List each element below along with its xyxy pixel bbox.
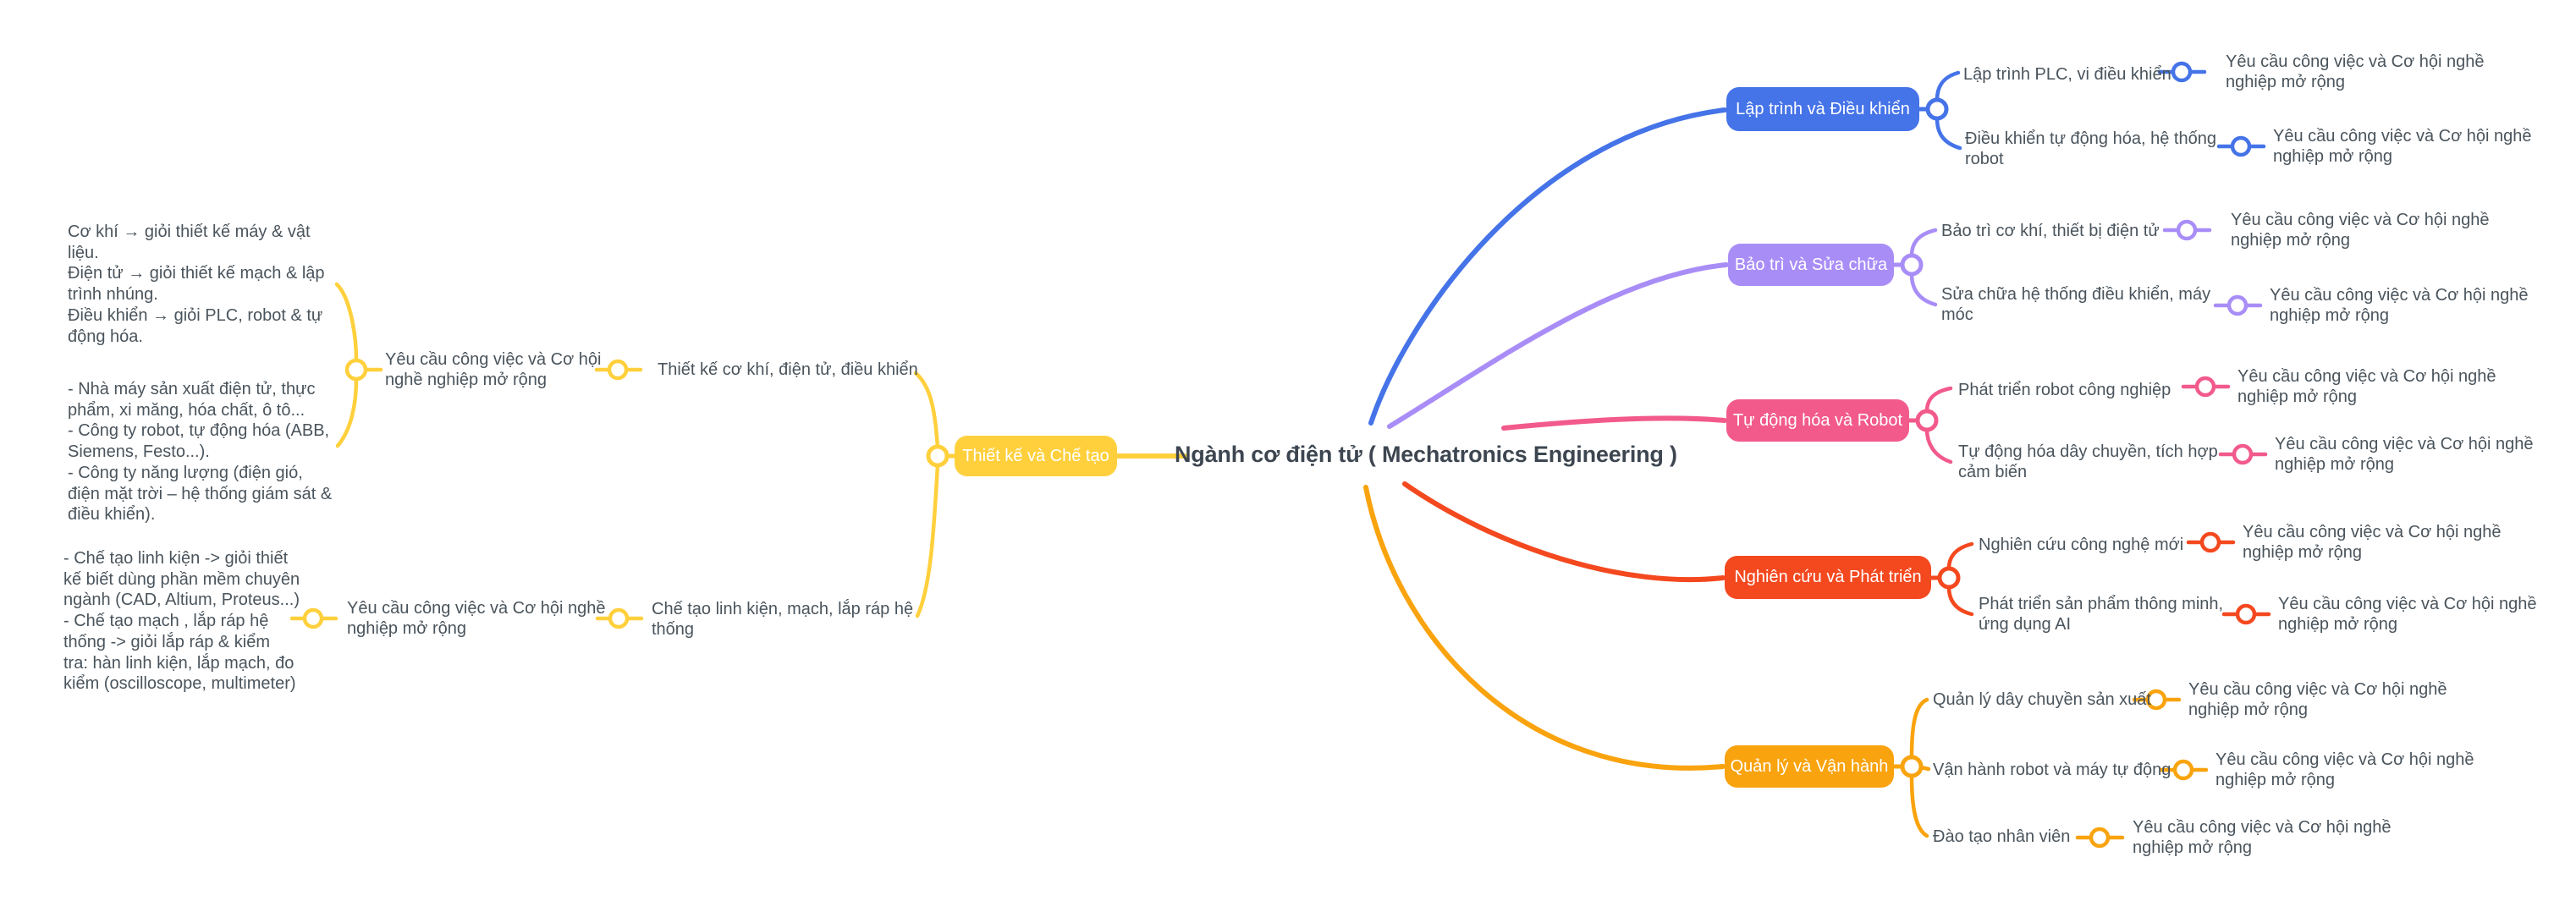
subtopic-research-2[interactable]: Phát triển sản phẩm thông minh, ứng dụng… xyxy=(1979,595,2224,634)
edge-center-to-automation xyxy=(1501,415,1727,431)
link-port[interactable] xyxy=(2199,531,2221,553)
subtopic-automation-1[interactable]: Phát triển robot công nghiệp xyxy=(1958,381,2171,399)
link-port[interactable] xyxy=(2176,219,2198,241)
brace xyxy=(1924,386,1953,414)
leaf-req-automation-2[interactable]: Yêu cầu công việc và Cơ hội nghề nghiệp … xyxy=(2275,435,2534,474)
leaf-req-research-2[interactable]: Yêu cầu công việc và Cơ hội nghề nghiệp … xyxy=(2278,595,2537,634)
edge-center-to-maintenance xyxy=(1387,262,1729,429)
brace xyxy=(1918,765,1931,772)
link-port[interactable] xyxy=(608,607,630,629)
branch-node-programming[interactable]: Lập trình và Điều khiển xyxy=(1726,87,1919,131)
link-port[interactable] xyxy=(2172,759,2194,781)
leaf-req-management-3[interactable]: Yêu cầu công việc và Cơ hội nghề nghiệp … xyxy=(2133,818,2392,857)
brace xyxy=(1909,228,1938,258)
leaf-req-design-2[interactable]: Yêu cầu công việc và Cơ hội nghề nghiệp … xyxy=(347,599,606,638)
brace xyxy=(1946,541,1974,571)
subtopic-design-1[interactable]: Thiết kế cơ khí, điện tử, điều khiển xyxy=(658,360,918,379)
leaf-req-programming-2[interactable]: Yêu cầu công việc và Cơ hội nghề nghiệp … xyxy=(2273,127,2532,166)
branch-node-automation[interactable]: Tự động hóa và Robot xyxy=(1726,399,1909,442)
brace-design-bottom xyxy=(915,463,940,618)
link-port[interactable] xyxy=(2232,443,2254,465)
root-topic[interactable]: Ngành cơ điện tử ( Mechatronics Engineer… xyxy=(1175,442,1677,467)
subtopic-automation-2[interactable]: Tự động hóa dây chuyền, tích hợp cảm biế… xyxy=(1958,442,2218,481)
brace xyxy=(1935,116,1962,151)
subtopic-research-1[interactable]: Nghiên cứu công nghệ mới xyxy=(1979,536,2184,554)
brace xyxy=(1909,272,1938,307)
subtopic-management-1[interactable]: Quản lý dây chuyền sản xuất xyxy=(1933,690,2151,709)
subtopic-design-2[interactable]: Chế tạo linh kiện, mạch, lắp ráp hệ thốn… xyxy=(652,600,914,639)
subtopic-maintenance-1[interactable]: Bảo trì cơ khí, thiết bị điện tử xyxy=(1941,222,2160,240)
brace xyxy=(1924,427,1953,464)
edge-center-to-programming xyxy=(1368,107,1727,426)
brace xyxy=(1935,70,1961,102)
link-port[interactable] xyxy=(2171,61,2193,83)
node-port-management[interactable] xyxy=(1900,755,1924,778)
edge-center-to-management xyxy=(1363,485,1726,771)
note-skills[interactable]: Cơ khí → giỏi thiết kế máy & vật liệu. Đ… xyxy=(68,223,325,346)
link-port[interactable] xyxy=(344,358,368,382)
branch-node-maintenance[interactable]: Bảo trì và Sửa chữa xyxy=(1728,244,1894,286)
link-port[interactable] xyxy=(2230,135,2252,157)
node-port-maintenance[interactable] xyxy=(1900,253,1924,277)
branch-node-design[interactable]: Thiết kế và Chế tạo xyxy=(955,436,1117,476)
edge-center-to-research xyxy=(1402,481,1726,583)
link-port[interactable] xyxy=(2235,603,2257,625)
subtopic-maintenance-2[interactable]: Sửa chữa hệ thống điều khiển, máy móc xyxy=(1941,285,2211,324)
link-port[interactable] xyxy=(2226,294,2248,316)
note-fabrication[interactable]: - Chế tạo linh kiện -> giỏi thiết kế biế… xyxy=(63,549,300,694)
node-port-programming[interactable] xyxy=(1925,97,1949,121)
branch-node-research[interactable]: Nghiên cứu và Phát triển xyxy=(1725,556,1931,599)
leaf-req-research-1[interactable]: Yêu cầu công việc và Cơ hội nghề nghiệp … xyxy=(2243,523,2502,562)
leaf-req-management-2[interactable]: Yêu cầu công việc và Cơ hội nghề nghiệp … xyxy=(2215,750,2474,789)
link-port[interactable] xyxy=(607,359,629,381)
brace xyxy=(1909,697,1929,760)
node-port-design[interactable] xyxy=(926,444,949,468)
link-port[interactable] xyxy=(2194,376,2216,398)
leaf-req-maintenance-1[interactable]: Yêu cầu công việc và Cơ hội nghề nghiệp … xyxy=(2231,211,2490,250)
node-port-automation[interactable] xyxy=(1915,409,1939,432)
node-port-research[interactable] xyxy=(1937,566,1961,590)
brace xyxy=(1909,773,1929,838)
branch-node-management[interactable]: Quản lý và Vận hành xyxy=(1725,745,1894,788)
leaf-req-design-1[interactable]: Yêu cầu công việc và Cơ hội nghề nghiệp … xyxy=(385,350,602,389)
brace-design-top xyxy=(913,371,940,449)
brace xyxy=(1946,585,1974,617)
leaf-req-maintenance-2[interactable]: Yêu cầu công việc và Cơ hội nghề nghiệp … xyxy=(2270,286,2529,325)
subtopic-programming-2[interactable]: Điều khiển tự động hóa, hệ thống robot xyxy=(1965,129,2216,168)
note-employers[interactable]: - Nhà máy sản xuất điện tử, thực phẩm, x… xyxy=(68,380,333,525)
link-port[interactable] xyxy=(2089,827,2111,849)
subtopic-programming-1[interactable]: Lập trình PLC, vi điều khiển xyxy=(1963,65,2171,84)
leaf-req-automation-1[interactable]: Yêu cầu công việc và Cơ hội nghề nghiệp … xyxy=(2237,367,2496,406)
subtopic-management-3[interactable]: Đào tạo nhân viên xyxy=(1933,827,2071,846)
leaf-req-management-1[interactable]: Yêu cầu công việc và Cơ hội nghề nghiệp … xyxy=(2188,680,2447,719)
leaf-req-programming-1[interactable]: Yêu cầu công việc và Cơ hội nghề nghiệp … xyxy=(2226,52,2485,91)
subtopic-management-2[interactable]: Vận hành robot và máy tự động xyxy=(1933,761,2171,779)
